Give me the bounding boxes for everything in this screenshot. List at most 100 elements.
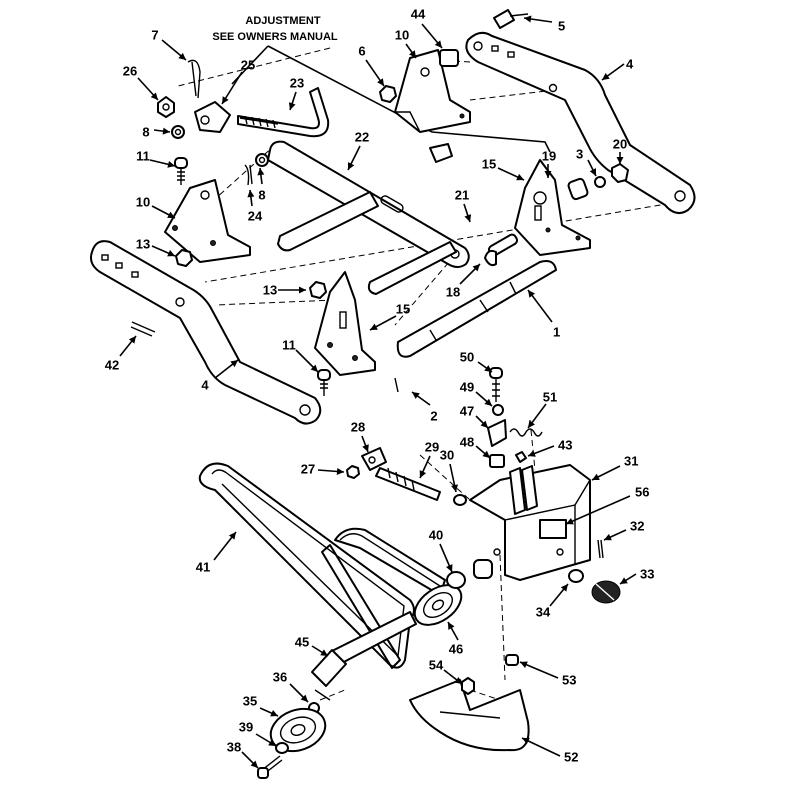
callout-label-7: 7	[151, 27, 158, 42]
belt-guard-52	[409, 654, 530, 752]
callout-label-8: 8	[142, 124, 149, 139]
callout-label-56: 56	[635, 484, 649, 499]
callout-arrow-22	[348, 162, 355, 170]
callout-arrow-28	[362, 444, 369, 452]
lift-rod-23	[237, 87, 330, 138]
callout-label-8: 8	[258, 187, 265, 202]
callout-arrow-8	[257, 168, 265, 176]
callout-arrow-30	[451, 484, 458, 492]
callout-label-54: 54	[429, 657, 444, 672]
callout-arrow-5	[524, 15, 532, 23]
callout-arrow-45	[320, 649, 328, 656]
callout-arrow-34	[560, 584, 568, 592]
callout-label-19: 19	[542, 148, 556, 163]
adjustment-note-line2: SEE OWNERS MANUAL	[212, 31, 338, 43]
callout-arrow-35	[270, 709, 278, 717]
callout-arrow-15	[370, 323, 378, 330]
callout-label-23: 23	[290, 75, 304, 90]
clevis-25	[157, 59, 231, 139]
callout-label-29: 29	[425, 439, 439, 454]
callout-arrow-25	[222, 96, 229, 104]
callout-label-15: 15	[396, 301, 410, 316]
callout-label-40: 40	[429, 527, 443, 542]
callout-label-13: 13	[136, 236, 150, 251]
callout-label-39: 39	[239, 719, 253, 734]
callout-arrow-10	[167, 211, 175, 218]
callout-label-28: 28	[351, 419, 365, 434]
callout-arrow-19	[544, 171, 552, 178]
callout-label-32: 32	[630, 518, 644, 533]
frame-arm-right	[465, 31, 696, 215]
idler-pulley-35	[257, 707, 327, 779]
callout-label-5: 5	[558, 18, 565, 33]
callout-label-48: 48	[460, 434, 474, 449]
callout-arrow-1	[528, 290, 535, 298]
callout-arrow-7	[178, 52, 186, 60]
callout-arrow-10	[409, 50, 416, 58]
callout-label-27: 27	[301, 461, 315, 476]
callout-arrow-13	[299, 286, 306, 294]
callout-arrow-27	[336, 467, 344, 475]
callout-arrow-33	[620, 577, 628, 584]
callout-label-10: 10	[136, 194, 150, 209]
knob-33	[568, 539, 621, 604]
shaft-1	[396, 233, 557, 358]
callout-label-26: 26	[123, 63, 137, 78]
callout-arrow-18	[472, 264, 480, 272]
callout-arrow-51	[528, 420, 535, 428]
callout-label-33: 33	[640, 566, 654, 581]
callout-label-47: 47	[460, 403, 474, 418]
idler-arm-45	[308, 611, 417, 714]
callout-label-22: 22	[355, 129, 369, 144]
callout-arrow-53	[520, 661, 528, 668]
frame-arm-left	[90, 240, 322, 425]
callout-label-6: 6	[358, 43, 365, 58]
callout-label-10: 10	[395, 27, 409, 42]
callout-arrow-4	[230, 360, 238, 368]
control-housing-31	[469, 464, 591, 581]
bracket-15-upper	[514, 159, 591, 256]
callout-label-3: 3	[576, 146, 583, 161]
callout-leader-56	[565, 495, 631, 525]
callout-label-51: 51	[543, 389, 557, 404]
callout-arrow-15	[516, 173, 524, 181]
callout-arrow-52	[522, 737, 530, 745]
callout-arrow-41	[228, 532, 236, 540]
rod-29	[346, 447, 467, 506]
callout-label-35: 35	[243, 693, 257, 708]
callout-label-43: 43	[558, 437, 572, 452]
callout-label-53: 53	[562, 672, 576, 687]
callout-arrow-4	[602, 73, 610, 80]
hardware-group-upper	[130, 9, 629, 396]
adjustment-note-line1: ADJUSTMENT	[245, 15, 320, 27]
bracket-10-lower	[164, 179, 251, 263]
callout-label-2: 2	[430, 408, 437, 423]
bracket-15-lower	[314, 271, 376, 376]
callout-label-11: 11	[136, 148, 150, 163]
callout-arrow-46	[448, 622, 455, 630]
callout-arrow-29	[419, 470, 427, 478]
callout-arrow-23	[288, 102, 296, 110]
callout-label-24: 24	[248, 208, 263, 223]
callout-label-52: 52	[564, 749, 578, 764]
callout-label-44: 44	[411, 6, 426, 21]
callout-arrow-48	[482, 450, 490, 458]
callout-label-31: 31	[624, 453, 638, 468]
callout-labels: 1234456788101011111313151518192021222324…	[105, 6, 654, 769]
callout-arrow-42	[128, 336, 136, 344]
callout-arrow-38	[250, 760, 258, 768]
pulley-46	[413, 559, 493, 626]
callout-label-50: 50	[460, 349, 474, 364]
callout-label-45: 45	[295, 634, 309, 649]
bracket-10-upper	[394, 49, 471, 133]
callout-label-30: 30	[440, 447, 454, 462]
callout-label-42: 42	[105, 357, 119, 372]
callout-arrow-39	[268, 739, 276, 746]
callout-arrow-24	[247, 190, 255, 198]
callout-arrow-54	[454, 676, 462, 684]
pedal-hardware	[487, 367, 543, 468]
callout-label-11: 11	[282, 337, 296, 352]
callout-label-4: 4	[626, 56, 634, 71]
callout-label-25: 25	[241, 57, 255, 72]
